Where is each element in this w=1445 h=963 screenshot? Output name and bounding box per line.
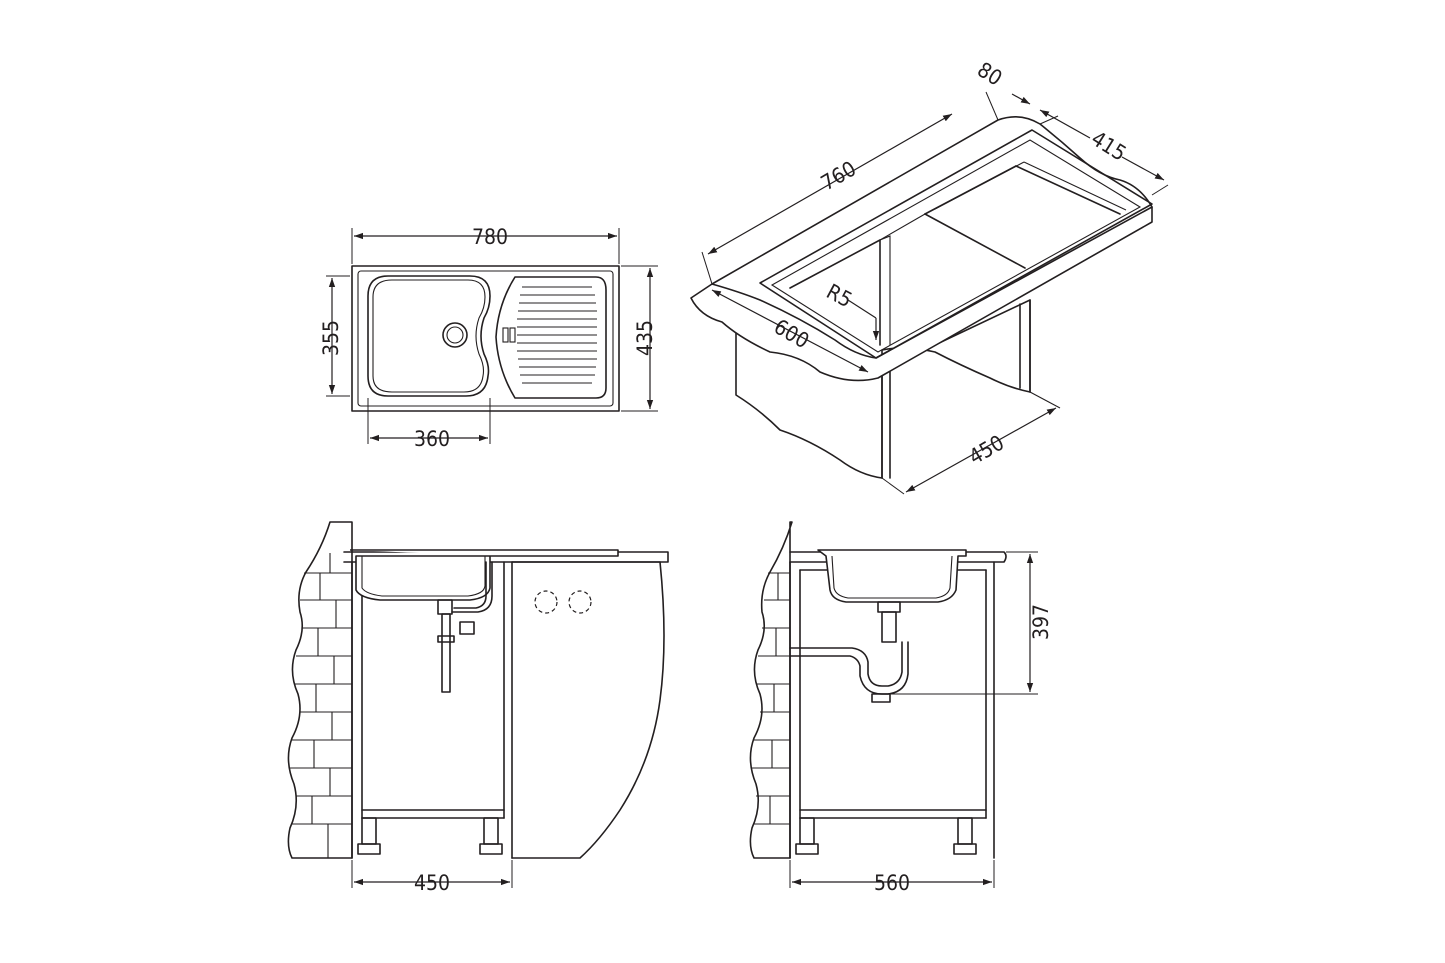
drain-outlet xyxy=(442,322,468,348)
brick-wall xyxy=(287,521,353,859)
dim-bowl-depth: 355 xyxy=(319,320,343,356)
drainer-ribs xyxy=(517,286,597,384)
dim-iso-edge: 80 xyxy=(973,58,1006,91)
side-view: 397 560 xyxy=(749,521,1053,895)
dim-iso-length: 760 xyxy=(817,157,860,196)
brick-wall-side xyxy=(749,521,793,859)
drainer-board xyxy=(495,276,607,399)
dim-side-cabinet: 560 xyxy=(874,871,910,895)
dim-front-cabinet: 450 xyxy=(414,871,450,895)
dim-top-width: 780 xyxy=(472,225,508,249)
dim-top-depth: 435 xyxy=(633,320,657,356)
front-view: 450 xyxy=(287,521,669,895)
dim-iso-radius: R5 xyxy=(823,279,856,312)
dim-bowl-width: 360 xyxy=(414,427,450,451)
bricks xyxy=(290,553,352,858)
dim-iso-cabinet: 450 xyxy=(965,431,1008,470)
bricks-side xyxy=(752,572,790,825)
top-view: 780 355 435 360 xyxy=(319,225,658,451)
isometric-view: 760 80 415 R5 600 450 xyxy=(690,58,1169,495)
sink-bowl xyxy=(367,275,491,397)
dim-iso-drainer: 415 xyxy=(1087,126,1130,165)
dim-side-height: 397 xyxy=(1029,604,1053,640)
